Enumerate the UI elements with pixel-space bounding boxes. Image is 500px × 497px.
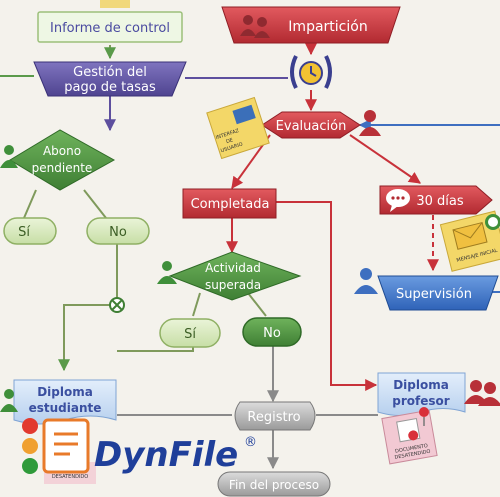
no-label-1: No: [109, 225, 127, 240]
imparticion-label: Impartición: [288, 19, 367, 35]
user-group-icon: [240, 15, 270, 38]
evaluador-person-icon: [359, 110, 381, 136]
connectors: [0, 43, 500, 470]
supervision-node[interactable]: Supervisión: [377, 275, 499, 311]
pushpin-icon: [419, 407, 429, 426]
registro-label: Registro: [247, 410, 300, 425]
interfaz-line2: DE: [225, 137, 234, 145]
no-option-1[interactable]: No: [86, 217, 150, 245]
si-label-2: Sí: [184, 327, 196, 342]
imparticion-node[interactable]: Impartición: [221, 6, 401, 44]
timer-icon: [290, 55, 332, 89]
completada-node[interactable]: Completada: [182, 188, 277, 219]
abono-label-line2: pendiente: [32, 161, 93, 175]
evaluacion-label: Evaluación: [276, 119, 347, 134]
estudiante-person-icon: [0, 389, 18, 412]
doc-line1: DOCUMENTO: [395, 443, 429, 455]
diploma-prof-line1: Diploma: [393, 378, 449, 392]
diploma-est-line2: estudiante: [29, 401, 102, 415]
fin-label: Fin del proceso: [229, 478, 319, 492]
small-clock-icon: [485, 214, 500, 230]
treinta-dias-label: 30 días: [416, 194, 464, 209]
diploma-prof-line2: profesor: [392, 394, 449, 408]
abono-pendiente-decision[interactable]: Abono pendiente: [9, 129, 116, 191]
diploma-estudiante-node[interactable]: Diploma estudiante: [13, 379, 117, 425]
informe-de-control-node[interactable]: Informe de control: [37, 11, 183, 43]
si-label-1: Sí: [18, 225, 30, 240]
fin-del-proceso-node[interactable]: Fin del proceso: [217, 471, 331, 497]
junction-circle-icon: [109, 297, 125, 313]
brand-registered: ®: [244, 435, 257, 450]
diploma-profesor-node[interactable]: Diploma profesor: [377, 372, 466, 416]
actividad-person-icon: [157, 261, 177, 284]
brand-name: DynFile: [94, 435, 238, 475]
supervision-label: Supervisión: [396, 287, 472, 302]
evaluacion-node[interactable]: Evaluación: [261, 111, 361, 139]
no-label-2: No: [263, 326, 281, 341]
no-option-2[interactable]: No: [242, 317, 302, 347]
registro-node[interactable]: Registro: [234, 401, 316, 431]
chat-bubble-icon: [386, 189, 410, 212]
completada-label: Completada: [191, 197, 270, 212]
gestion-pago-tasas-node[interactable]: Gestión del pago de tasas: [33, 61, 187, 97]
abono-label-line1: Abono: [43, 144, 81, 158]
interfaz-usuario-note: INTERFAZ DE USUARIO: [206, 96, 270, 160]
si-option-1[interactable]: Sí: [3, 217, 57, 245]
gestion-label-line1: Gestión del: [73, 65, 147, 80]
actividad-label-line1: Actividad: [205, 261, 261, 275]
informe-label: Informe de control: [50, 21, 170, 36]
treinta-dias-node[interactable]: 30 días: [379, 185, 493, 215]
gestion-label-line2: pago de tasas: [64, 80, 156, 95]
abono-person-icon: [0, 145, 18, 168]
dynfile-logo: DynFile ®: [22, 418, 257, 475]
actividad-superada-decision[interactable]: Actividad superada: [168, 251, 302, 301]
documento-desatendido-note: DOCUMENTO DESATENDIDO: [381, 409, 438, 465]
profesor-group-icon: [464, 380, 500, 406]
si-option-2[interactable]: Sí: [159, 318, 221, 348]
supervisor-person-icon: [354, 268, 378, 294]
actividad-label-line2: superada: [205, 278, 261, 292]
sticky-note-fragment: [100, 0, 130, 8]
diploma-est-line1: Diploma: [37, 385, 93, 399]
doc-left-label: DESATENDIDO: [52, 474, 88, 480]
